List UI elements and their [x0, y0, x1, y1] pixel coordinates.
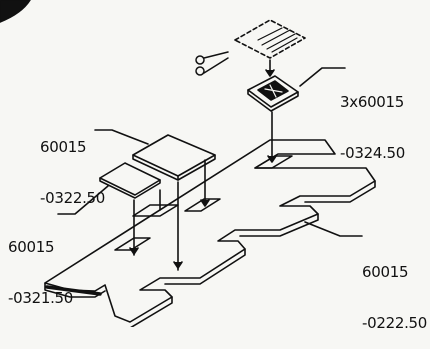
label-0322-line2: -0322.50: [40, 189, 106, 207]
cut-template-part: [234, 19, 306, 59]
label-0321-line2: -0321.50: [8, 289, 74, 307]
label-0321: 60015 -0321.50: [8, 205, 73, 324]
leader-line-0321: [57, 185, 109, 215]
label-0322: 60015 -0322.50: [40, 105, 105, 224]
leader-line-0324: [299, 67, 346, 87]
small-plate-0324-part: [247, 75, 299, 112]
label-0324-line1: 3x60015: [340, 93, 405, 111]
label-0321-line1: 60015: [8, 238, 55, 256]
plate-0322-part: [132, 134, 216, 181]
plate-0321-part: [99, 162, 161, 199]
base-frame-part: [44, 139, 376, 327]
assembly-arrows: [129, 59, 277, 271]
leader-line-0322: [94, 129, 149, 145]
exploded-assembly-diagram: 3x60015 -0324.50 60015 -0322.50 60015 -0…: [0, 0, 427, 332]
corner-mark: [0, 0, 31, 23]
leader-line-0222: [304, 221, 363, 237]
label-0222: 60015 -0222.50: [362, 230, 427, 349]
label-0324: 3x60015 -0324.50: [340, 60, 405, 179]
label-0322-line1: 60015: [40, 138, 87, 156]
scissors-icon: [195, 51, 229, 76]
label-0222-line2: -0222.50: [362, 314, 428, 332]
diagram-drawing: [0, 0, 376, 327]
label-0324-line2: -0324.50: [340, 144, 406, 162]
label-0222-line1: 60015: [362, 263, 409, 281]
